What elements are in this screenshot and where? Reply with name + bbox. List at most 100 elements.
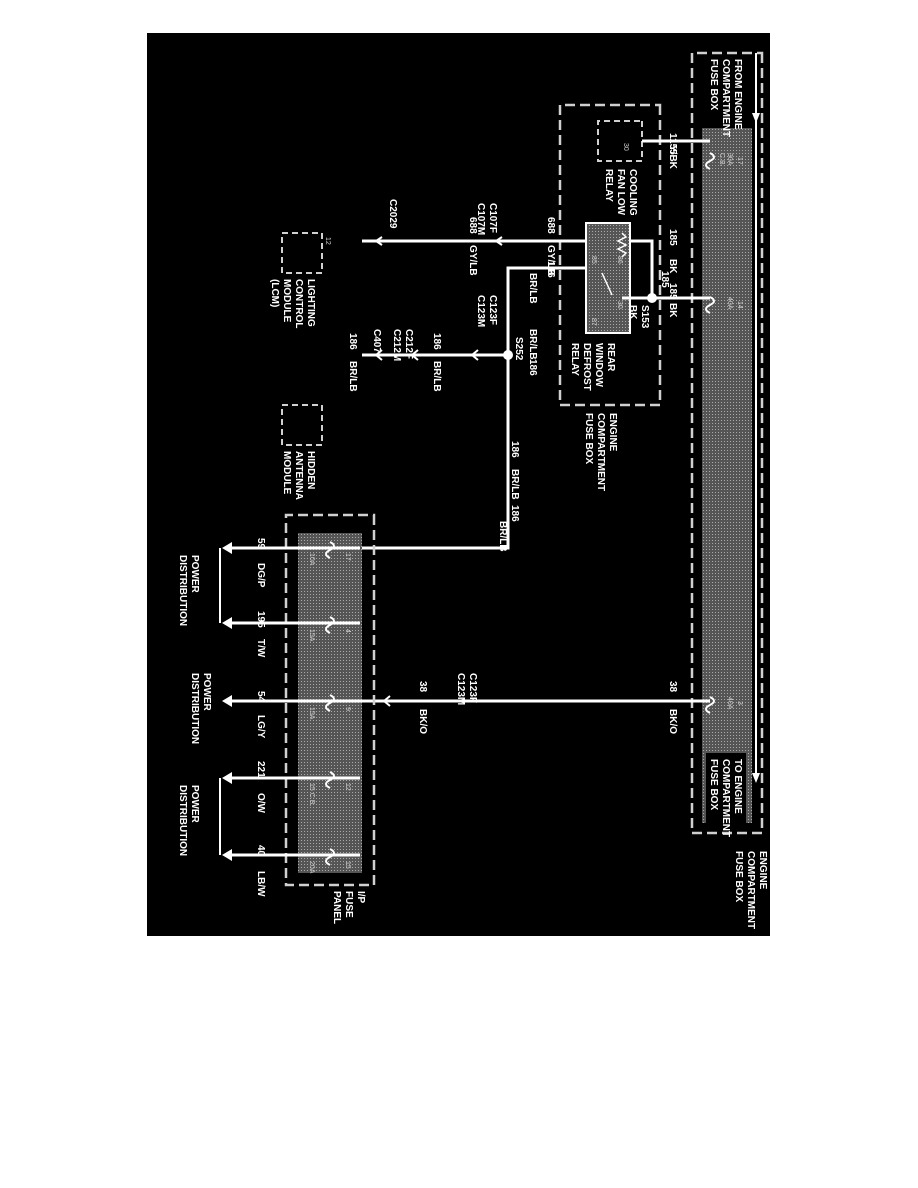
w1155-num: 1155 — [667, 133, 678, 155]
c407-connector-icon — [374, 349, 383, 361]
c123bm-label: C123M — [455, 673, 466, 705]
svg-text:40A: 40A — [726, 297, 733, 310]
w186c-num: 186 — [431, 333, 442, 350]
arrow-54-icon — [222, 695, 232, 707]
c2029-label: C2029 — [387, 199, 398, 229]
lcm-label-3: MODULE — [281, 279, 292, 323]
efb-label-2: COMPARTMENT — [745, 851, 756, 929]
lcm-label-4: (LCM) — [269, 279, 280, 307]
svg-text:15 C.B.: 15 C.B. — [308, 783, 315, 806]
svg-text:17: 17 — [736, 157, 743, 165]
efb-inner-label-1: ENGINE — [607, 413, 618, 452]
svg-text:17: 17 — [344, 553, 351, 561]
splice-s252 — [503, 350, 513, 360]
w185a-num: 185 — [667, 229, 678, 246]
svg-text:14: 14 — [736, 301, 743, 309]
rear-relay-label-1: REAR — [605, 343, 616, 372]
w221-color: O/W — [255, 793, 266, 814]
ip-label-3: PANEL — [331, 891, 342, 924]
cooling-relay-label-3: RELAY — [603, 169, 614, 202]
s252-label: S252 — [513, 337, 524, 361]
svg-text:15A: 15A — [308, 707, 315, 720]
to-efb-label-2: COMPARTMENT — [720, 759, 731, 837]
w59-num: 59 — [255, 538, 266, 550]
cooling-relay-label-2: FAN LOW — [615, 169, 626, 216]
w54-color: LG/Y — [255, 715, 266, 739]
from-efb-label-1: FROM ENGINE — [732, 59, 743, 130]
c123bf-label: C123F — [467, 673, 478, 703]
ip-fuse-4: 4 15A — [308, 616, 351, 642]
w195-num: 195 — [255, 611, 266, 628]
to-efb-label-1: TO ENGINE — [732, 759, 743, 814]
svg-text:86: 86 — [616, 256, 623, 264]
ham-label-3: MODULE — [281, 451, 292, 495]
to-efb-label-3: FUSE BOX — [708, 759, 719, 810]
w40-color: LB/W — [255, 871, 266, 897]
svg-text:C.B.: C.B. — [718, 153, 725, 167]
from-efb-label-3: FUSE BOX — [708, 59, 719, 110]
w185b-color: BK — [667, 303, 678, 318]
w186d-num: 186 — [347, 333, 358, 350]
c123m-label: C123M — [475, 295, 486, 327]
efb-label-3: FUSE BOX — [733, 851, 744, 902]
w186f-color: BR/LB — [497, 521, 508, 552]
arrow-195-icon — [222, 617, 232, 629]
rear-relay-label-4: RELAY — [569, 343, 580, 376]
ham-label-1: HIDDEN — [305, 451, 316, 489]
w688b-num: 688 — [467, 217, 478, 234]
w1155-color: Y/BK — [667, 145, 678, 170]
w688a-num: 688 — [545, 217, 556, 234]
svg-text:87: 87 — [590, 318, 597, 326]
pd1-label-2: DISTRIBUTION — [177, 555, 188, 626]
ip-fuse-15: 15 20A — [308, 848, 351, 874]
rear-relay-label-3: DEFROST — [581, 343, 592, 391]
w185a-color: BK — [667, 259, 678, 274]
cooling-relay-pin: 30 — [622, 143, 629, 151]
rear-relay-label-2: WINDOW — [593, 343, 604, 387]
arrow-in-icon — [752, 113, 760, 123]
w195-color: T/W — [255, 639, 266, 658]
arrow-out-icon — [752, 773, 760, 783]
c107m-label: C107M — [475, 203, 486, 235]
w186c-color: BR/LB — [431, 361, 442, 392]
w186b-num: 186 — [527, 359, 538, 376]
c107-connector-icon — [494, 236, 503, 246]
svg-text:20A: 20A — [308, 861, 315, 874]
w688b-color: GY/LB — [467, 245, 478, 276]
w221-num: 221 — [255, 761, 266, 778]
w186f-num: 186 — [509, 505, 520, 522]
wiring-diagram: FROM ENGINE COMPARTMENT FUSE BOX TO ENGI… — [147, 33, 770, 936]
svg-text:85: 85 — [590, 256, 597, 264]
wire-185-loop — [626, 239, 654, 300]
rear-defrost-relay — [585, 222, 631, 334]
ip-fuse-9: 9 15A — [308, 694, 351, 720]
wiring-svg: FROM ENGINE COMPARTMENT FUSE BOX TO ENGI… — [177, 51, 768, 929]
w186a-num: 186 — [545, 261, 556, 278]
svg-text:9: 9 — [344, 707, 351, 711]
pd3-label-2: DISTRIBUTION — [177, 785, 188, 856]
from-efb-label-2: COMPARTMENT — [720, 59, 731, 137]
wire-186-horizontal — [360, 355, 510, 550]
c212m-label: C212M — [391, 329, 402, 361]
lcm-label-1: LIGHTING — [305, 279, 316, 327]
w59-color: DG/P — [255, 563, 266, 588]
w38b-color: BK/O — [417, 709, 428, 734]
svg-text:40A: 40A — [726, 697, 733, 710]
ip-fuse-17: 17 10A — [308, 541, 351, 566]
c212f-label: C212F — [403, 329, 414, 359]
efb-label-1: ENGINE — [757, 851, 768, 890]
efb-inner-label-3: FUSE BOX — [583, 413, 594, 464]
arrow-40-icon — [222, 849, 232, 861]
w186e-num: 186 — [509, 441, 520, 458]
w38a-num: 38 — [667, 681, 678, 693]
w186b-color: BR/LB — [527, 329, 538, 360]
svg-text:15: 15 — [344, 861, 351, 869]
w54-num: 54 — [255, 691, 266, 703]
svg-text:10A: 10A — [308, 553, 315, 566]
c212-connector-icon — [410, 349, 419, 361]
top-fuse-3: 3 40A — [705, 696, 743, 714]
pd2-label-2: DISTRIBUTION — [189, 673, 200, 744]
c123f-label: C123F — [487, 295, 498, 325]
lcm-pin: 12 — [324, 237, 331, 245]
cooling-relay-label-1: COOLING — [627, 169, 638, 216]
